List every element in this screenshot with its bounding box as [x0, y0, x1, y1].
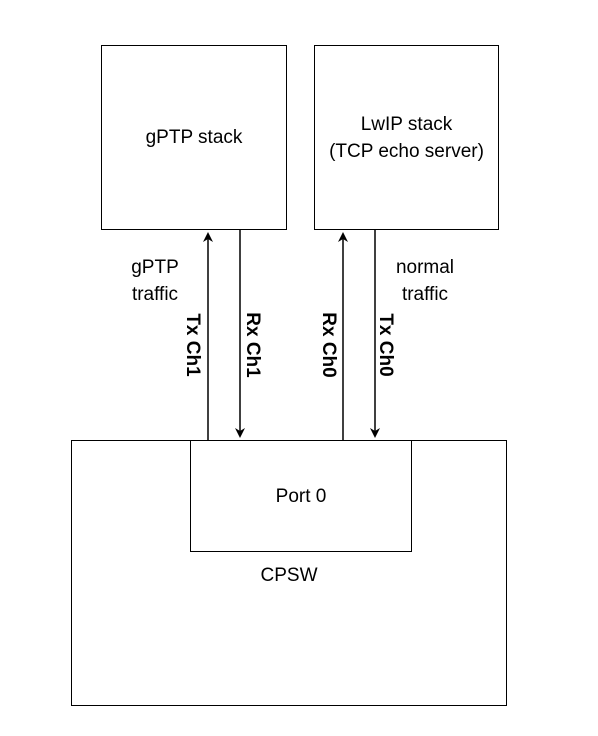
normal-traffic-label: normal traffic	[380, 254, 470, 308]
gptp-stack-label: gPTP stack	[145, 127, 243, 148]
normal-traffic-line2: traffic	[401, 284, 449, 305]
lwip-stack-subtitle: (TCP echo server)	[329, 141, 484, 162]
lwip-stack-title: LwIP stack	[360, 114, 453, 135]
port0-box	[190, 440, 412, 552]
gptp-traffic-line2: traffic	[131, 284, 179, 305]
gptp-traffic-line1: gPTP	[131, 257, 179, 278]
port0-label: Port 0	[275, 486, 327, 507]
tx-ch1-label: Tx Ch1	[182, 313, 203, 377]
gptp-stack-box	[101, 45, 287, 230]
normal-traffic-line1: normal	[395, 257, 455, 278]
tx-ch0-label: Tx Ch0	[375, 313, 396, 377]
rx-ch1-label: Rx Ch1	[242, 312, 263, 378]
lwip-stack-label: LwIP stack (TCP echo server)	[300, 111, 513, 165]
gptp-traffic-label: gPTP traffic	[110, 254, 200, 308]
cpsw-label: CPSW	[260, 565, 318, 586]
lwip-stack-box	[314, 45, 499, 230]
rx-ch0-label: Rx Ch0	[318, 312, 339, 378]
